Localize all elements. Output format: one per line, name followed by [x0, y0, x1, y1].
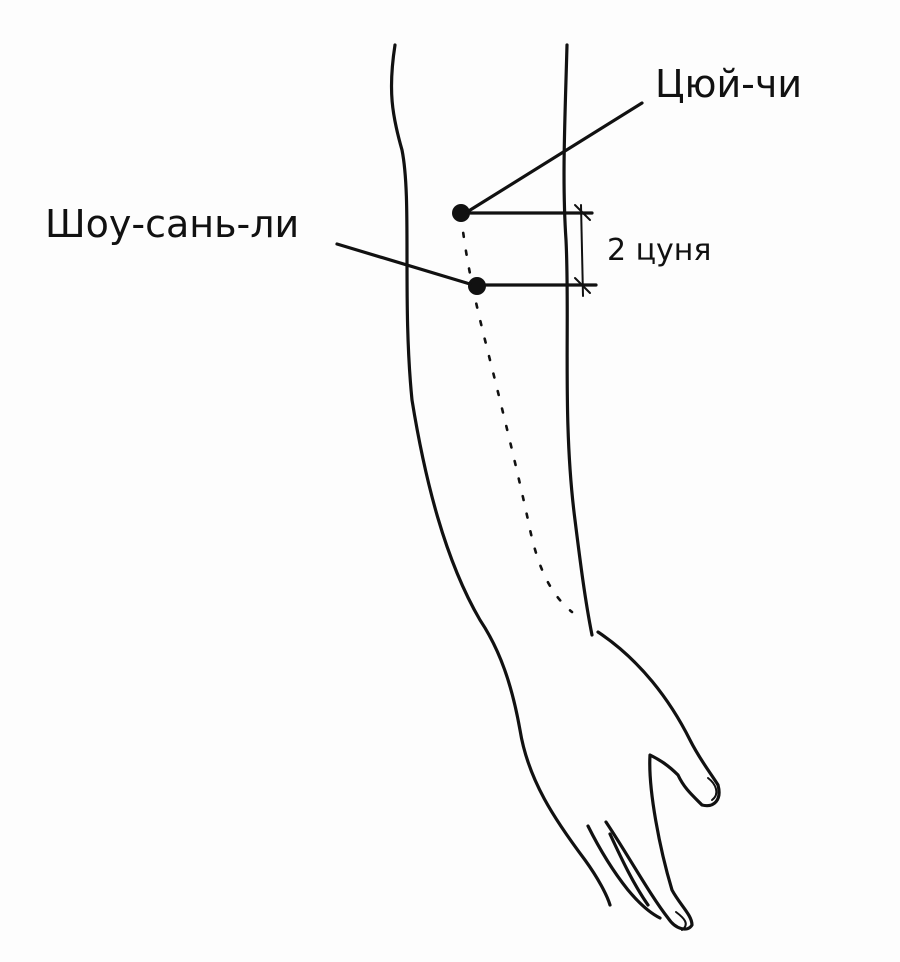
- acupoint-quchi-marker: [452, 204, 470, 222]
- meridian-dashed-line: [459, 213, 574, 614]
- label-distance: 2 цуня: [607, 233, 711, 268]
- label-shousanli: Шоу-сань-ли: [45, 202, 299, 246]
- arm-outer-contour: [389, 43, 612, 907]
- bracket-top-tick: [574, 204, 591, 221]
- measurement-bracket: [468, 204, 598, 297]
- leader-line-quchi: [465, 101, 644, 214]
- finger-contour-2: [608, 832, 650, 907]
- bracket-bottom-tick: [574, 277, 591, 294]
- leader-line-shousanli: [335, 242, 472, 286]
- thumb-nail: [707, 777, 718, 801]
- bracket-vertical-line: [580, 204, 584, 297]
- thumb-contour: [596, 630, 721, 931]
- arm-inner-contour: [562, 43, 594, 637]
- acupoint-shousanli-marker: [468, 277, 486, 295]
- label-quchi: Цюй-чи: [655, 62, 802, 106]
- finger-nail: [675, 911, 687, 931]
- finger-contour-1: [586, 824, 662, 920]
- arm-outline: [389, 43, 721, 931]
